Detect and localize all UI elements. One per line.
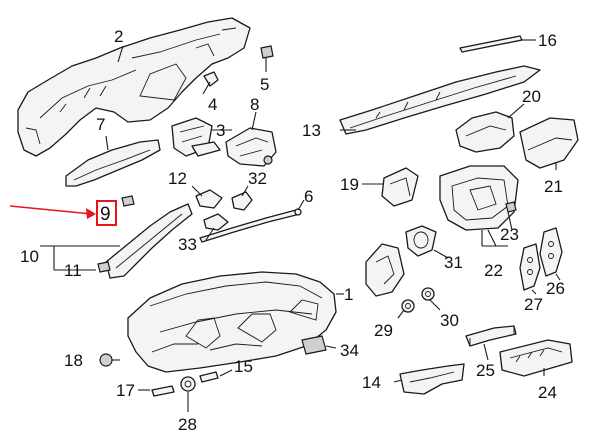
part-17-screw (151, 385, 175, 397)
callout-6: 6 (304, 187, 313, 206)
callout-25: 25 (476, 361, 495, 380)
callout-34: 34 (340, 341, 359, 360)
part-14-duct (399, 363, 465, 395)
callout-1: 1 (344, 285, 353, 304)
part-7-trim-panel (65, 139, 161, 187)
callout-22: 22 (484, 261, 503, 280)
part-34-switch (301, 335, 327, 355)
callout-8: 8 (250, 95, 259, 114)
part-29-knob (401, 299, 415, 313)
part-33-clip (203, 213, 229, 231)
part-27-switch-trim (519, 243, 541, 291)
part-11-clip (97, 261, 111, 273)
part-23-clip (505, 201, 517, 213)
part-10-side-trim (105, 203, 193, 279)
part-30-knob (421, 287, 435, 301)
callout-17: 17 (116, 381, 135, 400)
callout-14: 14 (362, 373, 381, 392)
callout-9: 9 (100, 204, 111, 225)
part-16-strip (459, 35, 523, 53)
callout-16: 16 (538, 31, 557, 50)
part-5-clip (260, 45, 274, 59)
callout-4: 4 (208, 95, 217, 114)
leader-lines (40, 39, 561, 412)
callout-20: 20 (522, 87, 541, 106)
callout-33: 33 (178, 235, 197, 254)
callout-11: 11 (64, 261, 82, 280)
part-22-center-housing (439, 165, 519, 231)
callout-29: 29 (374, 321, 393, 340)
part-9-clip (121, 195, 135, 207)
part-20-vent (455, 111, 515, 153)
part-side-vent (365, 243, 405, 297)
part-26-switch-trim (539, 227, 563, 277)
callout-labels: 1 2 3 4 5 6 7 8 9 10 11 12 13 14 15 16 1… (20, 27, 565, 434)
callout-23: 23 (500, 225, 519, 244)
part-21-cover (519, 117, 579, 169)
callout-19: 19 (340, 175, 359, 194)
part-24-console-tray (499, 339, 573, 377)
callout-7: 7 (96, 115, 105, 134)
callout-15: 15 (234, 357, 253, 376)
part-28-grommet (180, 376, 196, 392)
part-32-connector (231, 191, 253, 211)
callout-13: 13 (302, 121, 321, 140)
callout-26: 26 (546, 279, 565, 298)
part-18-knob (99, 353, 113, 367)
callout-5: 5 (260, 75, 269, 94)
callout-31: 31 (444, 253, 463, 272)
part-25-bracket (465, 325, 517, 347)
part-12-clip (195, 189, 223, 209)
highlight-box (96, 200, 117, 226)
callout-10: 10 (20, 247, 39, 266)
part-15-screw (199, 371, 219, 383)
highlight-arrow (9, 205, 96, 219)
part-3-bracket (171, 117, 221, 157)
callout-28: 28 (178, 415, 197, 434)
callout-12: 12 (168, 169, 187, 188)
part-13-dash-pad (339, 65, 541, 135)
callout-24: 24 (538, 383, 557, 402)
part-4-clip (203, 71, 219, 87)
callout-30: 30 (440, 311, 459, 330)
callout-3: 3 (216, 121, 225, 140)
part-19-vent-bezel (381, 167, 419, 207)
callout-32: 32 (248, 169, 267, 188)
part-6-strip (199, 208, 302, 243)
callout-18: 18 (64, 351, 83, 370)
part-1-instrument-panel (127, 271, 337, 373)
callout-21: 21 (544, 177, 563, 196)
part-31-vent (405, 225, 437, 257)
callout-2: 2 (114, 27, 123, 46)
part-2-dash-frame (17, 17, 251, 157)
part-8-module (225, 127, 277, 167)
callout-27: 27 (524, 295, 543, 314)
